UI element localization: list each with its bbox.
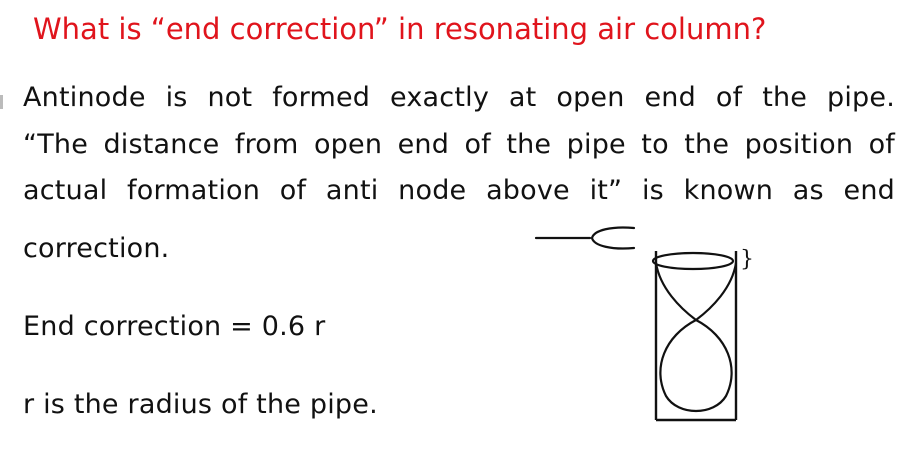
antinode-ellipse xyxy=(651,251,735,271)
end-correction-formula: End correction = 0.6 r xyxy=(23,311,326,342)
page-title: What is “end correction” in resonating a… xyxy=(33,12,767,46)
pipe-outline xyxy=(654,251,738,422)
definition-line-4: correction. xyxy=(23,233,170,264)
definition-line-3: actual formation of anti node above it” … xyxy=(23,175,895,206)
left-edge-mark xyxy=(0,95,3,109)
definition-line-1: Antinode is not formed exactly at open e… xyxy=(23,82,895,113)
resonance-tube-diagram: } xyxy=(534,226,754,422)
definition-paragraph: Antinode is not formed exactly at open e… xyxy=(23,75,895,215)
end-correction-bracket: } xyxy=(740,247,754,272)
definition-line-2: “The distance from open end of the pipe … xyxy=(23,128,895,160)
radius-note: r is the radius of the pipe. xyxy=(23,389,378,420)
tuning-fork-icon xyxy=(534,226,636,250)
standing-wave-loops xyxy=(654,262,738,413)
